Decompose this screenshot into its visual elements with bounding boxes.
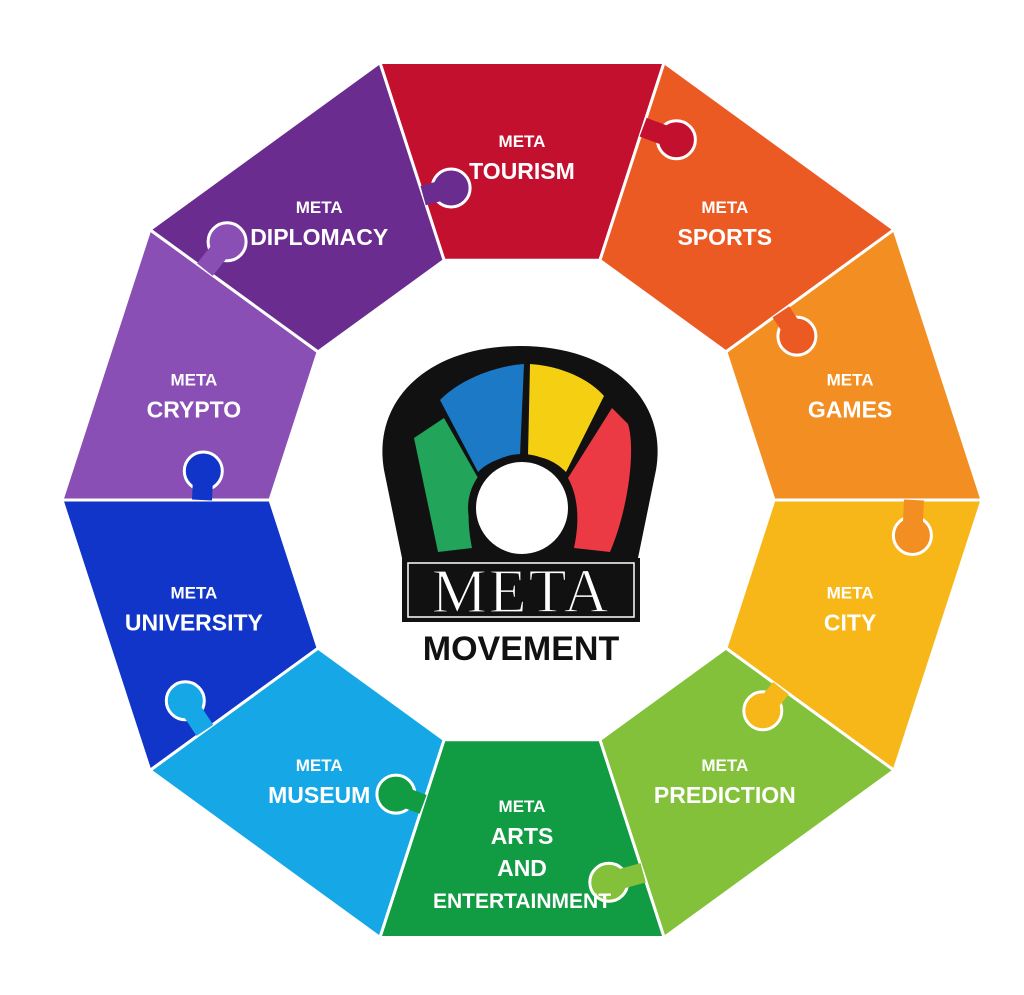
label-museum: META MUSEUM xyxy=(268,756,370,808)
label-name: AND xyxy=(497,855,547,881)
label-arts-and-entertainment: META ARTS AND ENTERTAINMENT xyxy=(433,797,611,913)
segment-diplomacy xyxy=(147,60,446,354)
label-name: CITY xyxy=(824,610,876,636)
logo-hub-circle xyxy=(468,454,576,562)
label-prefix: META xyxy=(170,370,217,389)
label-tourism: META TOURISM xyxy=(469,132,575,184)
puzzle-tab-neck xyxy=(902,499,924,536)
label-sports: META SPORTS xyxy=(678,198,773,250)
puzzle-tab-museum xyxy=(164,680,214,736)
label-name: GAMES xyxy=(808,396,892,422)
puzzle-tab-neck xyxy=(639,117,680,150)
puzzle-tab-neck xyxy=(754,681,789,718)
label-name: PREDICTION xyxy=(654,782,796,808)
puzzle-tab-city xyxy=(742,681,789,732)
label-name: TOURISM xyxy=(469,158,575,184)
label-name: UNIVERSITY xyxy=(125,610,263,636)
logo-word-plate-inner xyxy=(407,562,635,618)
label-prefix: META xyxy=(701,756,748,775)
label-name: ARTS xyxy=(491,823,554,849)
logo-subtitle: MOVEMENT xyxy=(423,630,620,668)
label-prefix: META xyxy=(827,584,874,603)
puzzle-segments xyxy=(59,60,985,940)
logo-blade-green xyxy=(414,418,478,552)
puzzle-tab-sports xyxy=(772,306,818,357)
label-city: META CITY xyxy=(824,584,876,636)
label-name: CRYPTO xyxy=(147,396,242,422)
label-prefix: META xyxy=(296,756,343,775)
puzzle-tab-diplomacy xyxy=(420,167,472,209)
label-prefix: META xyxy=(499,797,546,816)
puzzle-tab-university xyxy=(182,450,224,501)
puzzle-tab-crypto xyxy=(197,221,248,276)
label-prefix: META xyxy=(499,132,546,151)
puzzle-tab-neck xyxy=(176,695,214,736)
label-name: MUSEUM xyxy=(268,782,370,808)
logo-word: META xyxy=(432,558,611,626)
meta-movement-logo: META MOVEMENT xyxy=(382,346,658,668)
label-games: META GAMES xyxy=(808,370,892,422)
puzzle-tab-neck xyxy=(197,235,235,276)
label-name: SPORTS xyxy=(678,224,773,250)
label-crypto: META CRYPTO xyxy=(147,370,242,422)
puzzle-tab-tourism xyxy=(639,117,697,161)
puzzle-tab-prediction xyxy=(588,861,646,903)
logo-blade-yellow xyxy=(528,364,604,472)
segment-labels: METATOURISMMETASPORTSMETAGAMESMETACITYME… xyxy=(125,132,892,913)
puzzle-tab-neck xyxy=(420,178,454,206)
puzzle-tab-neck xyxy=(392,784,427,814)
label-prefix: META xyxy=(170,584,217,603)
label-prediction: META PREDICTION xyxy=(654,756,796,808)
puzzle-tab-games xyxy=(891,499,933,556)
logo-blade-red xyxy=(568,408,632,552)
puzzle-tab-neck xyxy=(192,470,214,501)
label-name: ENTERTAINMENT xyxy=(433,890,611,913)
label-prefix: META xyxy=(827,370,874,389)
puzzle-tab-arts-and-entertainment xyxy=(375,773,427,815)
label-name: DIPLOMACY xyxy=(250,224,388,250)
label-university: META UNIVERSITY xyxy=(125,584,263,636)
label-prefix: META xyxy=(296,198,343,217)
puzzle-tab-neck xyxy=(772,306,806,342)
logo-blade-blue xyxy=(440,364,524,472)
puzzle-tab-neck xyxy=(606,863,646,892)
label-prefix: META xyxy=(701,198,748,217)
label-diplomacy: META DIPLOMACY xyxy=(250,198,388,250)
